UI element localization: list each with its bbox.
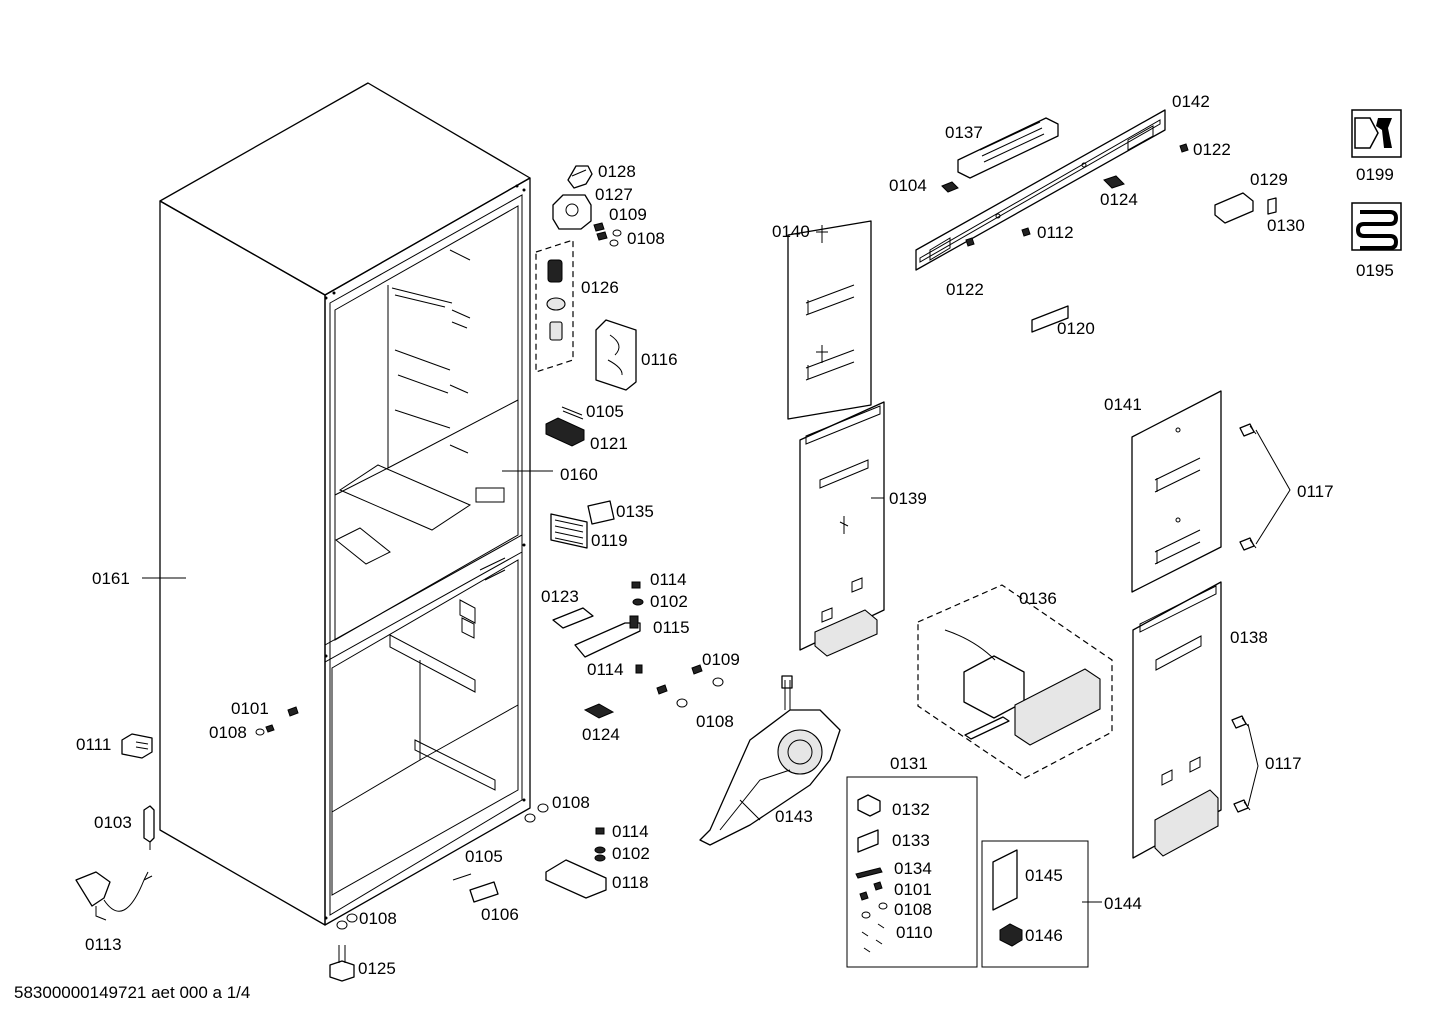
hinge-parts-lower	[329, 803, 607, 982]
label-0117-b: 0117	[1265, 754, 1302, 773]
label-0195: 0195	[1356, 261, 1394, 280]
panel-0138	[1132, 581, 1222, 859]
fan-assembly-0143	[699, 675, 841, 846]
refrigerant-coil-icon	[1351, 202, 1402, 251]
label-0104: 0104	[889, 176, 927, 195]
switch-0121	[545, 417, 585, 447]
label-0108-kit: 0108	[894, 900, 932, 919]
vent-grille-0119	[550, 513, 588, 549]
label-0138: 0138	[1230, 628, 1268, 647]
label-0126: 0126	[581, 278, 619, 297]
small-controls	[941, 143, 1277, 333]
diffuser-0116	[595, 319, 637, 391]
panel-0139	[799, 401, 885, 657]
label-0120: 0120	[1057, 319, 1095, 338]
label-0127: 0127	[595, 185, 633, 204]
kit-box-0131	[846, 776, 978, 968]
screws-0109-0108-top	[593, 222, 622, 247]
label-0146: 0146	[1025, 926, 1063, 945]
label-0108-mid: 0108	[696, 712, 734, 731]
cabinet-housing	[159, 82, 531, 926]
filter-pad-0135	[587, 500, 615, 525]
label-0128: 0128	[598, 162, 636, 181]
label-0137: 0137	[945, 123, 983, 142]
probe-0105-top	[561, 406, 584, 420]
label-0101-a: 0101	[231, 699, 269, 718]
label-0161: 0161	[92, 569, 130, 588]
label-0115: 0115	[653, 618, 690, 637]
label-0108-top: 0108	[627, 229, 665, 248]
label-0143: 0143	[775, 807, 813, 826]
label-0129: 0129	[1250, 170, 1288, 189]
label-0199: 0199	[1356, 165, 1394, 184]
label-0108-bottom: 0108	[359, 909, 397, 928]
label-0145: 0145	[1025, 866, 1063, 885]
label-0117-a: 0117	[1297, 482, 1334, 501]
drawing-reference-footer: 58300000149721 aet 000 a 1/4	[14, 983, 250, 1002]
label-0132: 0132	[892, 800, 930, 819]
label-0125: 0125	[358, 959, 396, 978]
label-0108-side: 0108	[209, 723, 247, 742]
label-0119: 0119	[591, 531, 628, 550]
label-0131: 0131	[890, 754, 928, 773]
label-0105-top: 0105	[586, 402, 624, 421]
label-0101-b: 0101	[894, 880, 932, 899]
label-0123: 0123	[541, 587, 579, 606]
electronics-box-0136	[917, 584, 1113, 779]
power-cord-0113	[75, 871, 153, 921]
label-0141: 0141	[1104, 395, 1142, 414]
part-labels: 0161 0160 0128 0127 0109 0108 0126 0116 …	[76, 92, 1394, 978]
label-0122-a: 0122	[1193, 140, 1231, 159]
hinge-parts-middle	[552, 581, 724, 719]
label-0111: 0111	[76, 735, 111, 754]
label-0102-a: 0102	[650, 592, 688, 611]
label-0160: 0160	[560, 465, 598, 484]
label-0136: 0136	[1019, 589, 1057, 608]
panel-0141	[1131, 390, 1222, 593]
control-strip-0142	[915, 109, 1166, 271]
label-0130: 0130	[1267, 216, 1305, 235]
pins-0117	[1231, 423, 1291, 813]
display-0137	[957, 117, 1059, 179]
label-0105-low: 0105	[465, 847, 503, 866]
label-0114-c: 0114	[612, 822, 649, 841]
label-0106: 0106	[481, 905, 519, 924]
label-0112: 0112	[1037, 223, 1074, 242]
lamp-cover-0128	[567, 165, 593, 189]
leader-lines	[142, 470, 1102, 903]
kit-box-0144	[981, 840, 1089, 968]
label-0109-top: 0109	[609, 205, 647, 224]
label-0116: 0116	[641, 350, 678, 369]
label-0109-mid: 0109	[702, 650, 740, 669]
wrench-nut-icon	[1351, 109, 1402, 158]
label-0103: 0103	[94, 813, 132, 832]
label-0114-b: 0114	[587, 660, 624, 679]
label-0124-b: 0124	[1100, 190, 1138, 209]
label-0139: 0139	[889, 489, 927, 508]
label-0102-b: 0102	[612, 844, 650, 863]
label-0133: 0133	[892, 831, 930, 850]
label-0144: 0144	[1104, 894, 1142, 913]
label-0135: 0135	[616, 502, 654, 521]
label-0142: 0142	[1172, 92, 1210, 111]
label-0121: 0121	[590, 434, 628, 453]
label-0110: 0110	[896, 923, 933, 942]
lamp-holder-0127	[552, 194, 592, 230]
label-0134: 0134	[894, 859, 932, 878]
label-0108-low: 0108	[552, 793, 590, 812]
label-0122-b: 0122	[946, 280, 984, 299]
label-0113: 0113	[85, 935, 122, 954]
label-0124-a: 0124	[582, 725, 620, 744]
lamp-assembly-0126	[535, 239, 574, 373]
side-small-parts	[121, 706, 299, 850]
label-0118: 0118	[612, 873, 649, 892]
panel-0140	[787, 220, 872, 420]
label-0114-a: 0114	[650, 570, 687, 589]
label-0140: 0140	[772, 222, 810, 241]
